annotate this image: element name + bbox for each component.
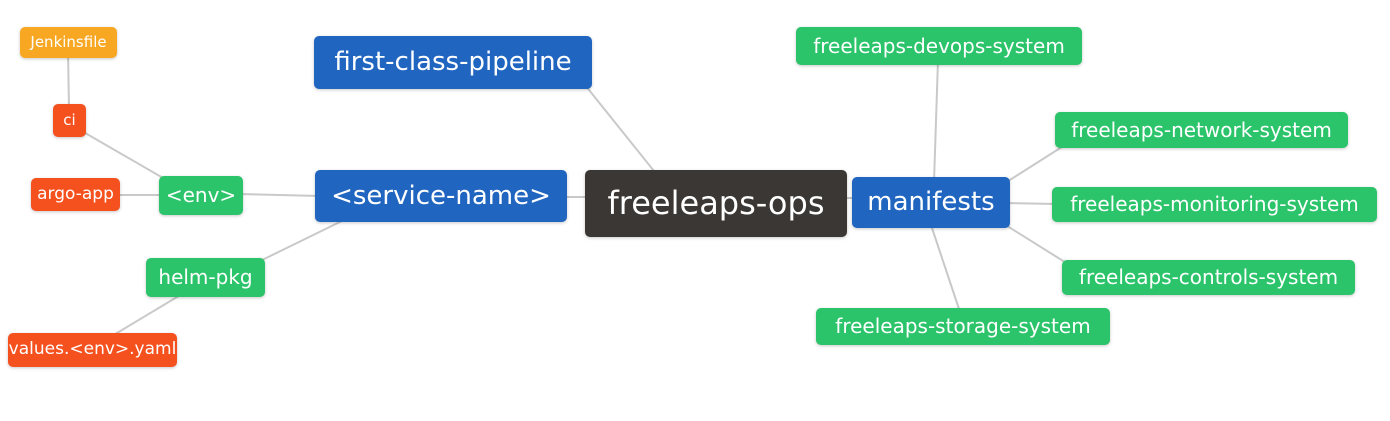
node-env[interactable]: <env> xyxy=(159,176,243,215)
node-label: Jenkinsfile xyxy=(30,32,107,51)
node-first-class-pipeline[interactable]: first-class-pipeline xyxy=(314,36,592,89)
node-label: freeleaps-controls-system xyxy=(1078,265,1339,289)
node-freeleaps-monitoring-system[interactable]: freeleaps-monitoring-system xyxy=(1052,187,1377,222)
node-manifests[interactable]: manifests xyxy=(852,177,1010,228)
node-ci[interactable]: ci xyxy=(53,104,86,137)
node-argo-app[interactable]: argo-app xyxy=(31,178,120,211)
node-freeleaps-storage-system[interactable]: freeleaps-storage-system xyxy=(816,308,1110,345)
node-freeleaps-network-system[interactable]: freeleaps-network-system xyxy=(1055,112,1348,148)
node-label: ci xyxy=(63,110,76,129)
node-label: freeleaps-ops xyxy=(607,184,825,222)
node-label: freeleaps-storage-system xyxy=(835,314,1091,338)
node-helm-pkg[interactable]: helm-pkg xyxy=(146,258,265,297)
node-service-name[interactable]: <service-name> xyxy=(315,170,567,222)
node-label: first-class-pipeline xyxy=(334,47,572,77)
node-freeleaps-controls-system[interactable]: freeleaps-controls-system xyxy=(1062,260,1355,295)
node-label: values.<env>.yaml xyxy=(8,339,177,359)
node-values-env-yaml[interactable]: values.<env>.yaml xyxy=(8,333,177,367)
node-label: argo-app xyxy=(37,183,114,204)
node-label: helm-pkg xyxy=(158,265,253,289)
node-label: freeleaps-monitoring-system xyxy=(1070,192,1359,216)
node-label: <service-name> xyxy=(331,180,551,211)
node-label: freeleaps-devops-system xyxy=(813,33,1065,58)
node-label: <env> xyxy=(165,183,237,207)
node-freeleaps-ops[interactable]: freeleaps-ops xyxy=(585,170,847,237)
node-freeleaps-devops-system[interactable]: freeleaps-devops-system xyxy=(796,27,1082,65)
node-label: freeleaps-network-system xyxy=(1071,117,1332,142)
node-label: manifests xyxy=(867,187,995,217)
node-jenkinsfile[interactable]: Jenkinsfile xyxy=(20,27,117,58)
